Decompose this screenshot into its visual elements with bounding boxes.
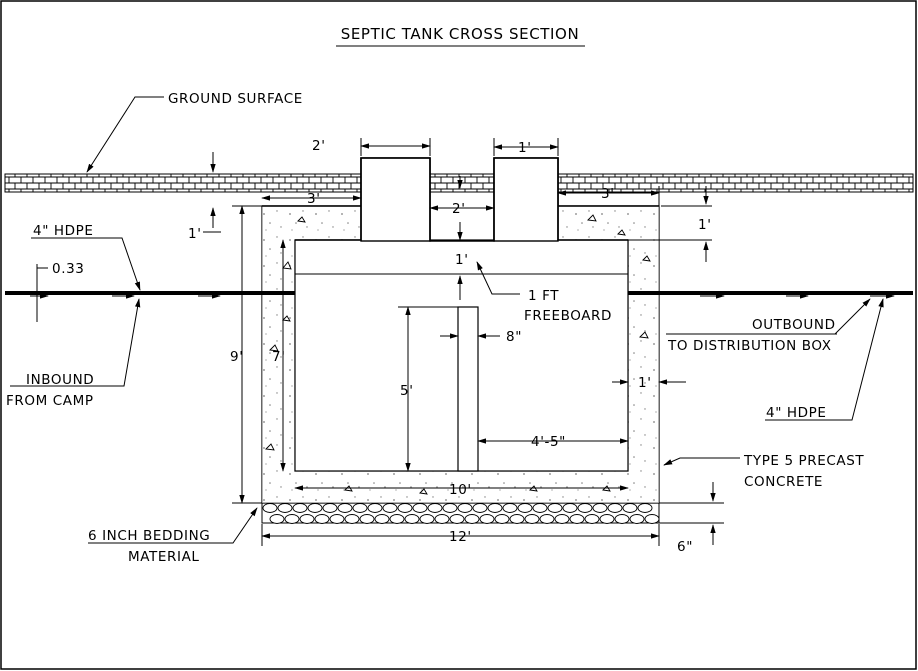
label-bedding: 6 INCH BEDDING [88, 528, 210, 544]
riser-right [493, 157, 559, 242]
dim-riser-gap: 2' [452, 201, 466, 217]
bedding-pebble [374, 514, 390, 524]
bedding-material [261, 502, 660, 524]
bedding-pebble [269, 514, 285, 524]
label-hdpe-in: 4" HDPE [33, 223, 94, 239]
bedding-pebble [517, 503, 533, 513]
label-ground-surface: GROUND SURFACE [168, 91, 303, 107]
dim-riser-right-width: 1' [518, 140, 532, 156]
bedding-pebble [412, 503, 428, 513]
bedding-pebble [389, 514, 405, 524]
label-freeboard: FREEBOARD [524, 308, 612, 324]
dim-baffle-thickness: 8" [506, 329, 522, 345]
bedding-pebble [509, 514, 525, 524]
bedding-pebble [442, 503, 458, 513]
bedding-pebble [307, 503, 323, 513]
label-hdpe-out: 4" HDPE [766, 405, 827, 421]
bedding-pebble [494, 514, 510, 524]
label-slope: 0.33 [52, 261, 84, 277]
bedding-pebble [314, 514, 330, 524]
bedding-pebble [457, 503, 473, 513]
label-freeboard-1ft: 1 FT [528, 288, 559, 304]
bedding-pebble [352, 503, 368, 513]
label-from-camp: FROM CAMP [6, 393, 94, 409]
bedding-pebble [284, 514, 300, 524]
ground-surface-band [4, 173, 914, 193]
bedding-pebble [382, 503, 398, 513]
bedding-pebble [404, 514, 420, 524]
bedding-pebble [644, 514, 660, 524]
outbound-pipe [628, 291, 913, 299]
bedding-pebble [262, 503, 278, 513]
bedding-pebble [464, 514, 480, 524]
bedding-pebble [299, 514, 315, 524]
dim-height-inner: 7' [272, 349, 286, 365]
bedding-pebble [562, 503, 578, 513]
bedding-pebble [472, 503, 488, 513]
bedding-pebble [607, 503, 623, 513]
bedding-pebble [427, 503, 443, 513]
bedding-pebble [577, 503, 593, 513]
annotations: GROUND SURFACE 4" HDPE 0.33 INBOUND FROM… [6, 91, 864, 565]
label-to-distribution-box: TO DISTRIBUTION BOX [667, 338, 832, 354]
dim-baffle-offset: 4'-5" [531, 434, 566, 450]
bedding-pebble [599, 514, 615, 524]
bedding-pebble [614, 514, 630, 524]
dim-riser-left-width: 2' [312, 138, 326, 154]
dim-inner-width: 10' [449, 482, 472, 498]
bedding-pebble [532, 503, 548, 513]
dim-top-right: 3' [601, 186, 615, 202]
label-inbound: INBOUND [26, 372, 94, 388]
dim-wall-right: 1' [638, 375, 652, 391]
bedding-pebble [359, 514, 375, 524]
bedding-pebble [524, 514, 540, 524]
bedding-pebble [329, 514, 345, 524]
label-outbound: OUTBOUND [752, 317, 836, 333]
label-type5-precast: TYPE 5 PRECAST [743, 453, 864, 469]
dim-cover-left: 1' [188, 226, 202, 242]
bedding-pebble [539, 514, 555, 524]
bedding-pebble [397, 503, 413, 513]
dimension-lines [36, 138, 724, 546]
bedding-pebble [554, 514, 570, 524]
dim-bedding-thickness: 6" [677, 539, 693, 555]
bedding-pebble [449, 514, 465, 524]
drawing-title: SEPTIC TANK CROSS SECTION [341, 25, 580, 43]
riser-left [360, 157, 431, 242]
leader-lines [10, 96, 884, 544]
bedding-pebble [479, 514, 495, 524]
bedding-pebble [434, 514, 450, 524]
bedding-pebble [277, 503, 293, 513]
label-concrete: CONCRETE [744, 474, 823, 490]
bedding-pebble [322, 503, 338, 513]
bedding-pebble [569, 514, 585, 524]
bedding-pebble [337, 503, 353, 513]
baffle-wall [457, 306, 479, 472]
bedding-pebble [344, 514, 360, 524]
dim-outer-width: 12' [449, 529, 472, 545]
bedding-pebble [592, 503, 608, 513]
bedding-pebble [367, 503, 383, 513]
dim-freeboard: 1' [455, 252, 469, 268]
label-bedding-material: MATERIAL [128, 549, 200, 565]
bedding-pebble [584, 514, 600, 524]
bedding-pebble [622, 503, 638, 513]
bedding-pebble [419, 514, 435, 524]
bedding-pebble [629, 514, 645, 524]
dim-top-left: 3' [307, 191, 321, 207]
bedding-pebble [502, 503, 518, 513]
bedding-pebble [487, 503, 503, 513]
dim-height-outer: 9' [230, 349, 244, 365]
dim-baffle-height: 5' [400, 383, 414, 399]
inbound-pipe [5, 291, 295, 299]
bedding-pebble [637, 503, 653, 513]
dim-lid-right: 1' [698, 217, 712, 233]
bedding-pebble [292, 503, 308, 513]
bedding-pebble [547, 503, 563, 513]
